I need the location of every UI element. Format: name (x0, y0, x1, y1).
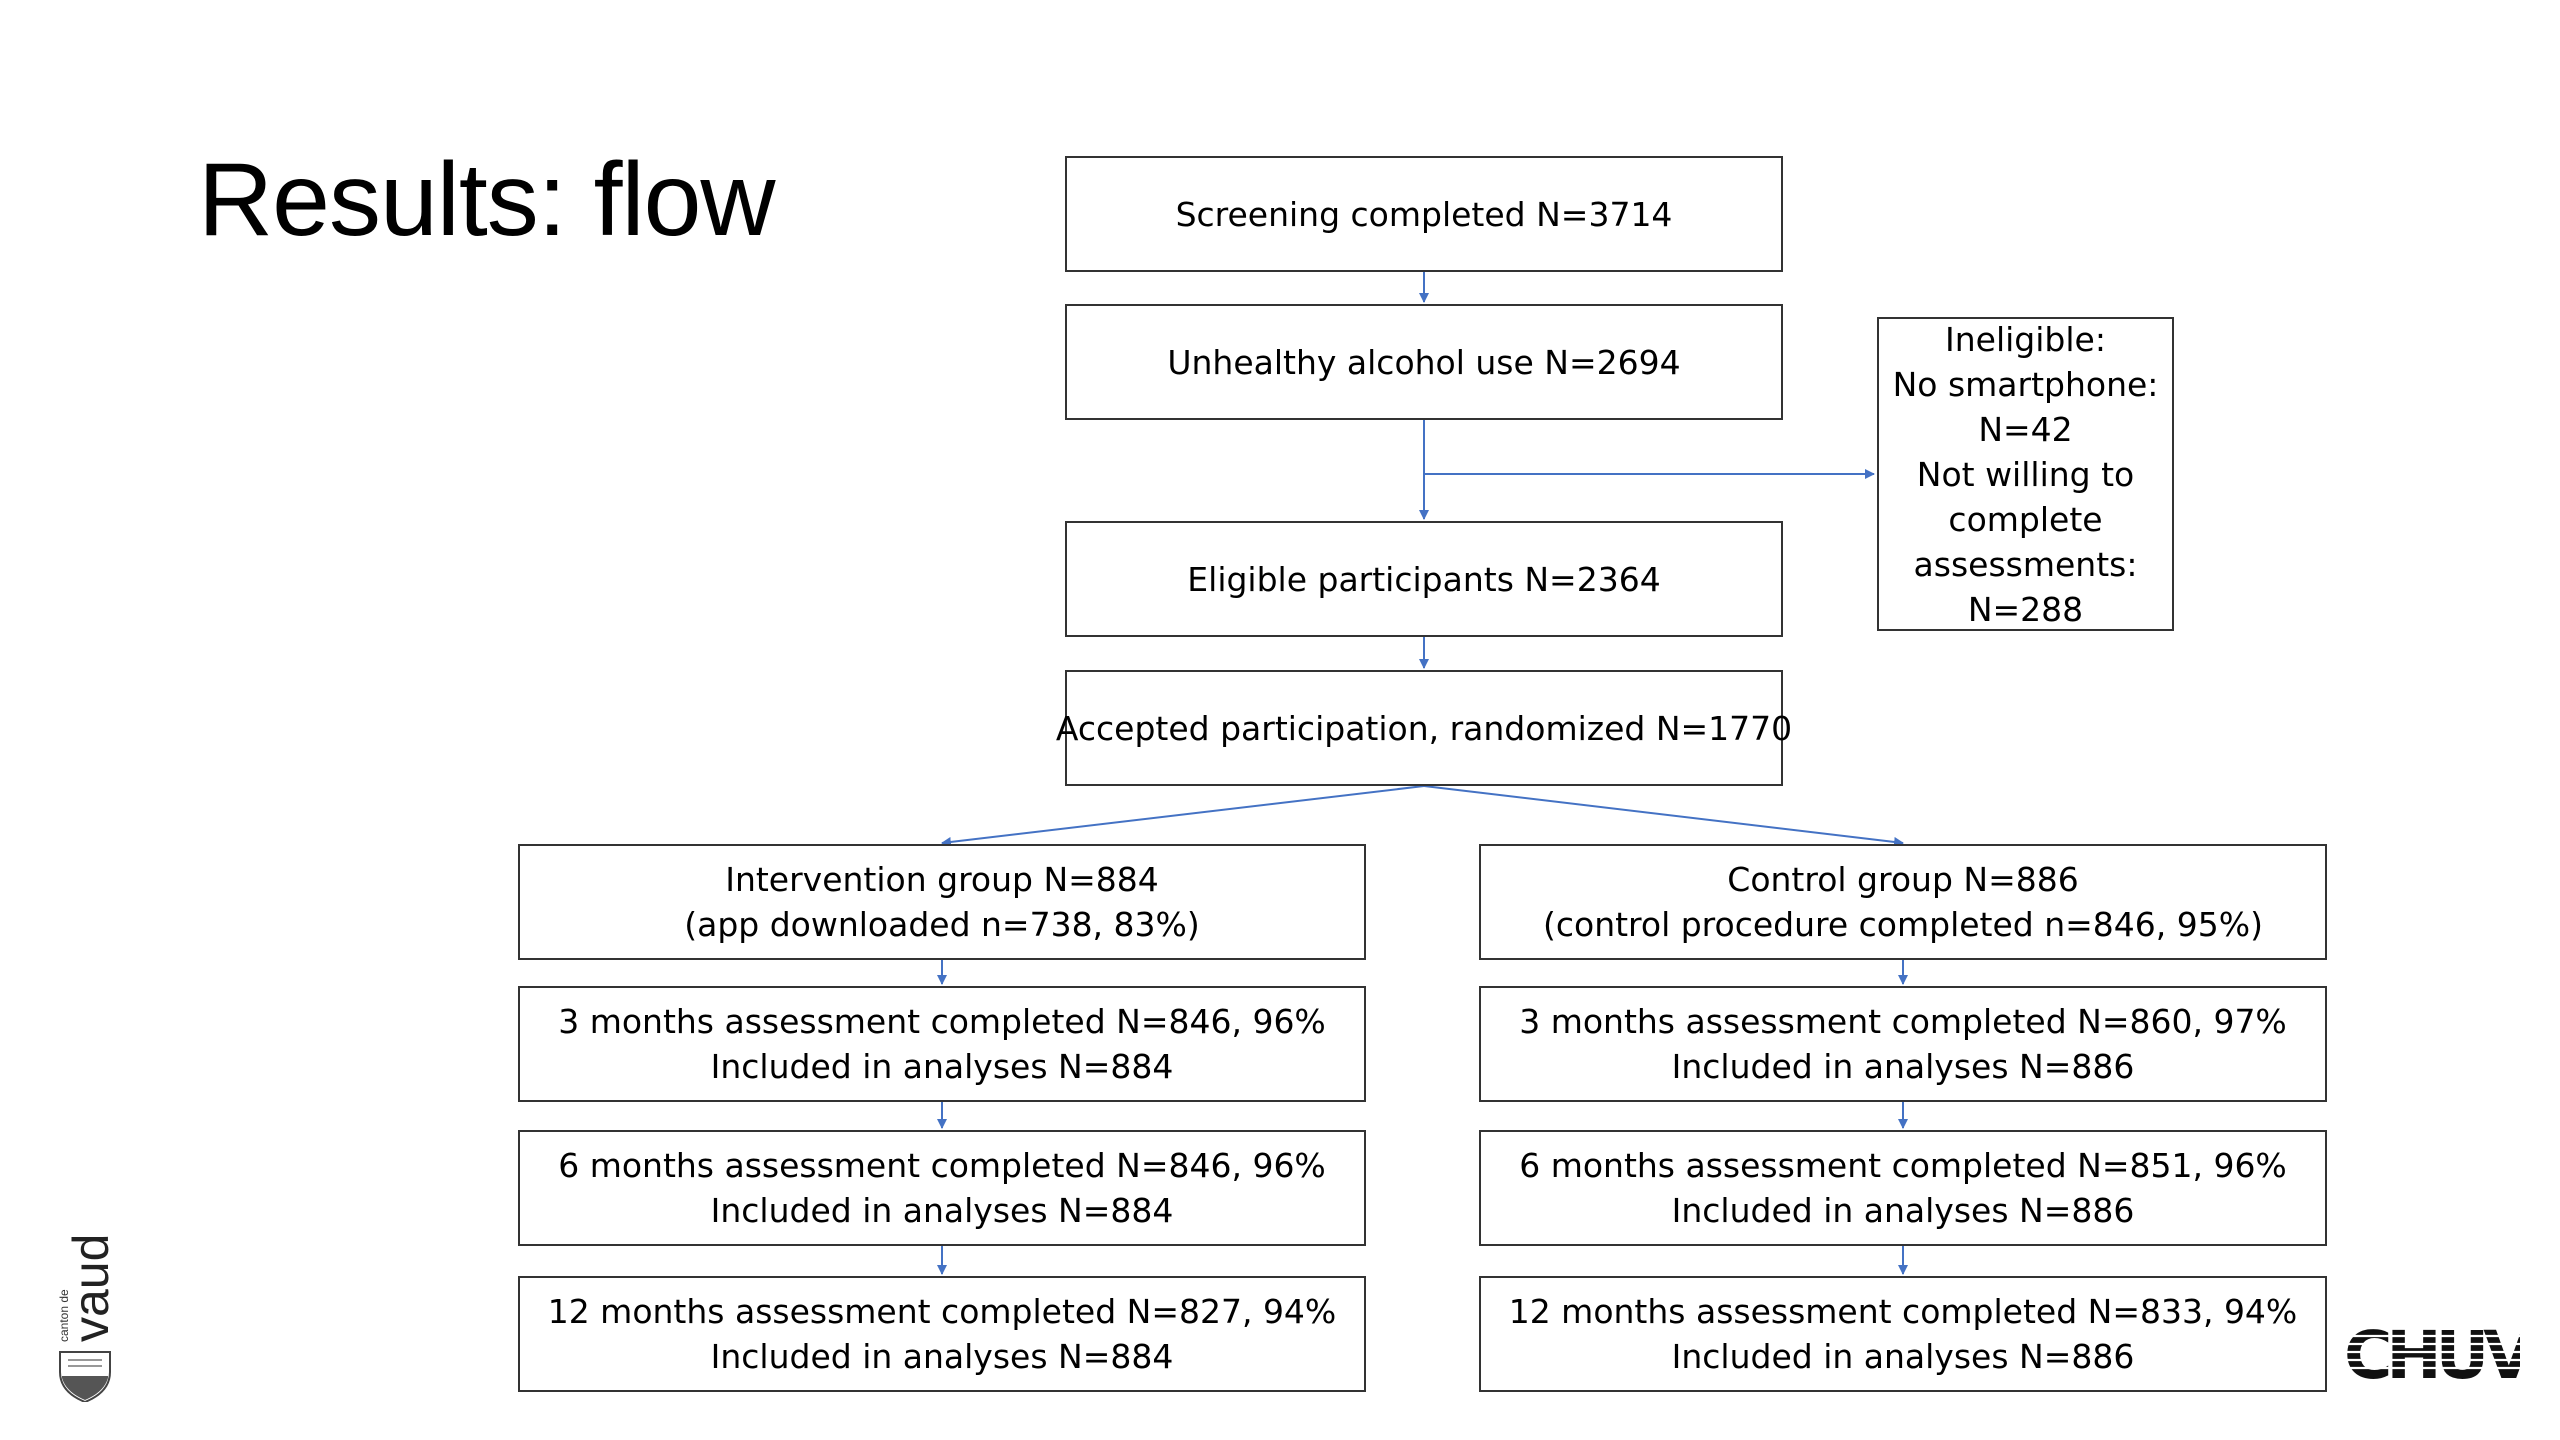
screening-text: Screening completed N=3714 (1175, 194, 1673, 234)
page-title: Results: flow (198, 142, 776, 258)
control-3m-box: 3 months assessment completed N=860, 97%… (1479, 986, 2327, 1102)
vaud-logo-small-text: canton de (57, 1289, 71, 1342)
eligible-text: Eligible participants N=2364 (1187, 559, 1661, 599)
unhealthy-alcohol-box: Unhealthy alcohol use N=2694 (1065, 304, 1783, 420)
intervention-12m-line1: 12 months assessment completed N=827, 94… (547, 1292, 1337, 1331)
accepted-box: Accepted participation, randomized N=177… (1056, 670, 1792, 786)
screening-box: Screening completed N=3714 (1065, 156, 1783, 272)
unhealthy-alcohol-text: Unhealthy alcohol use N=2694 (1167, 342, 1681, 382)
control-3m-line1: 3 months assessment completed N=860, 97% (1519, 1002, 2287, 1041)
intervention-3m-line1: 3 months assessment completed N=846, 96% (558, 1002, 1326, 1041)
ineligible-line: Not willing to (1916, 454, 2135, 494)
control-group-line1: Control group N=886 (1727, 860, 2079, 899)
control-12m-line1: 12 months assessment completed N=833, 94… (1508, 1292, 2298, 1331)
eligible-box: Eligible participants N=2364 (1065, 521, 1783, 637)
control-group-line2: (control procedure completed n=846, 95%) (1542, 905, 2263, 944)
intervention-group-line2: (app downloaded n=738, 83%) (684, 905, 1200, 944)
ineligible-line: Ineligible: (1945, 319, 2106, 359)
chuv-logo: CHUV (2340, 1310, 2520, 1394)
intervention-12m-line2: Included in analyses N=884 (710, 1337, 1174, 1376)
intervention-group-box: Intervention group N=884 (app downloaded… (518, 844, 1366, 960)
chuv-logo-mark: CHUV (2340, 1310, 2520, 1394)
vaud-logo-big-text: vaud (63, 1234, 119, 1342)
arrow-accepted-intervention (941, 785, 1425, 847)
intervention-group-line1: Intervention group N=884 (725, 860, 1159, 899)
chuv-logo-text: CHUV (2344, 1317, 2520, 1394)
control-group-box: Control group N=886 (control procedure c… (1479, 844, 2327, 960)
control-6m-line1: 6 months assessment completed N=851, 96% (1519, 1146, 2287, 1185)
intervention-6m-box: 6 months assessment completed N=846, 96%… (518, 1130, 1366, 1246)
intervention-6m-line2: Included in analyses N=884 (710, 1191, 1174, 1230)
ineligible-line: N=42 (1978, 409, 2073, 449)
intervention-3m-line2: Included in analyses N=884 (710, 1047, 1174, 1086)
accepted-text: Accepted participation, randomized N=177… (1055, 708, 1793, 748)
vaud-shield-icon (59, 1351, 111, 1402)
ineligible-line: N=288 (1967, 589, 2084, 629)
ineligible-line: No smartphone: (1892, 364, 2159, 404)
control-3m-line2: Included in analyses N=886 (1671, 1047, 2135, 1086)
vaud-logo: canton de vaud (57, 1234, 119, 1402)
ineligible-box: Ineligible: No smartphone: N=42 Not will… (1877, 317, 2174, 631)
arrow-accepted-control (1423, 785, 1904, 847)
control-6m-line2: Included in analyses N=886 (1671, 1191, 2135, 1230)
intervention-6m-line1: 6 months assessment completed N=846, 96% (558, 1146, 1326, 1185)
control-12m-box: 12 months assessment completed N=833, 94… (1479, 1276, 2327, 1392)
control-12m-line2: Included in analyses N=886 (1671, 1337, 2135, 1376)
ineligible-line: complete (1948, 499, 2103, 539)
intervention-3m-box: 3 months assessment completed N=846, 96%… (518, 986, 1366, 1102)
intervention-12m-box: 12 months assessment completed N=827, 94… (518, 1276, 1366, 1392)
ineligible-line: assessments: (1913, 544, 2138, 584)
control-6m-box: 6 months assessment completed N=851, 96%… (1479, 1130, 2327, 1246)
